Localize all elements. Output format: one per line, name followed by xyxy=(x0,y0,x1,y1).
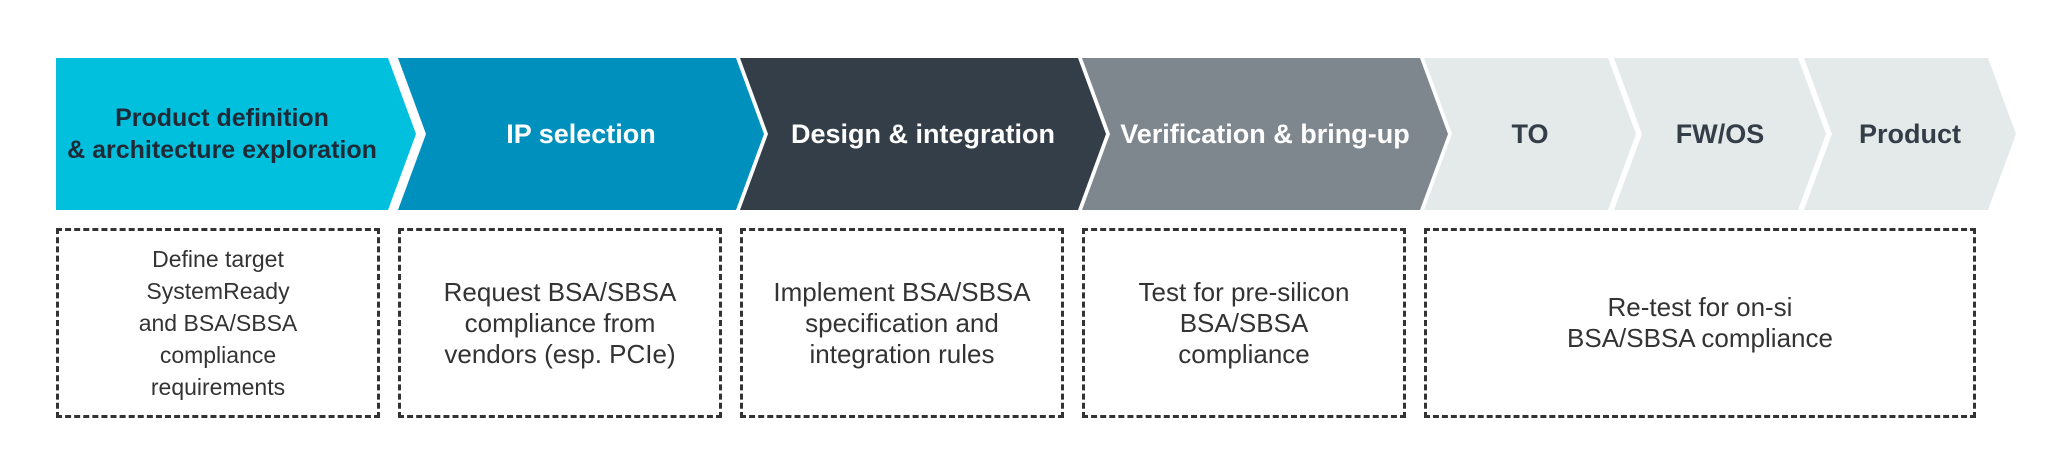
note-line: specification and xyxy=(805,307,999,338)
stage-verification-bring-up: Verification & bring-up xyxy=(1082,58,1448,210)
note-text: Re-test for on-si BSA/SBSA compliance xyxy=(1567,292,1833,354)
note-line: BSA/SBSA xyxy=(1179,307,1309,338)
note-pre-silicon-test: Test for pre-silicon BSA/SBSA compliance xyxy=(1082,228,1406,418)
stage-label-line: Product definition xyxy=(115,104,329,132)
stage-label-line: Product xyxy=(1858,119,1961,149)
stage-label-line: Design & integration xyxy=(790,119,1055,149)
note-text: Test for pre-silicon BSA/SBSA compliance xyxy=(1139,277,1350,370)
stage-fw-os: FW/OS xyxy=(1614,58,1826,210)
note-on-silicon-retest: Re-test for on-si BSA/SBSA compliance xyxy=(1424,228,1976,418)
note-line: Re-test for on-si xyxy=(1607,292,1793,322)
note-line: BSA/SBSA compliance xyxy=(1567,323,1833,353)
note-text: Define target SystemReady and BSA/SBSA c… xyxy=(139,243,298,403)
stage-label-line: TO xyxy=(1511,119,1549,149)
note-line: Request BSA/SBSA xyxy=(443,276,677,307)
stage-label-line: FW/OS xyxy=(1675,119,1765,149)
stage-label: Product definition & architecture explor… xyxy=(67,102,377,166)
note-line: and BSA/SBSA xyxy=(138,310,298,336)
note-line: compliance xyxy=(159,342,277,368)
stage-label: TO xyxy=(1511,118,1548,150)
stage-label: Verification & bring-up xyxy=(1120,118,1410,150)
stage-label-line: & architecture exploration xyxy=(67,136,377,164)
stage-label-line: Verification & bring-up xyxy=(1120,119,1410,149)
note-text: Request BSA/SBSA compliance from vendors… xyxy=(444,277,677,370)
note-define-requirements: Define target SystemReady and BSA/SBSA c… xyxy=(56,228,380,418)
stage-ip-selection: IP selection xyxy=(398,58,764,210)
note-line: SystemReady xyxy=(146,278,290,304)
note-line: requirements xyxy=(150,374,286,400)
stage-design-integration: Design & integration xyxy=(740,58,1106,210)
stage-product-definition: Product definition & architecture explor… xyxy=(56,58,416,210)
stage-label: FW/OS xyxy=(1676,118,1765,150)
note-implement-specification: Implement BSA/SBSA specification and int… xyxy=(740,228,1064,418)
stage-label: IP selection xyxy=(506,118,656,150)
stage-label-line: IP selection xyxy=(506,119,656,149)
note-line: compliance xyxy=(1178,338,1310,369)
note-line: integration rules xyxy=(809,338,995,369)
stage-to: TO xyxy=(1424,58,1636,210)
note-line: Test for pre-silicon xyxy=(1138,276,1350,307)
stage-product: Product xyxy=(1804,58,2016,210)
note-line: vendors (esp. PCIe) xyxy=(444,338,676,369)
stage-label: Product xyxy=(1859,118,1961,150)
note-request-compliance: Request BSA/SBSA compliance from vendors… xyxy=(398,228,722,418)
note-line: Define target xyxy=(152,246,284,272)
stage-label: Design & integration xyxy=(791,118,1055,150)
note-text: Implement BSA/SBSA specification and int… xyxy=(773,277,1030,370)
note-line: Implement BSA/SBSA xyxy=(773,276,1031,307)
note-line: compliance from xyxy=(464,307,656,338)
